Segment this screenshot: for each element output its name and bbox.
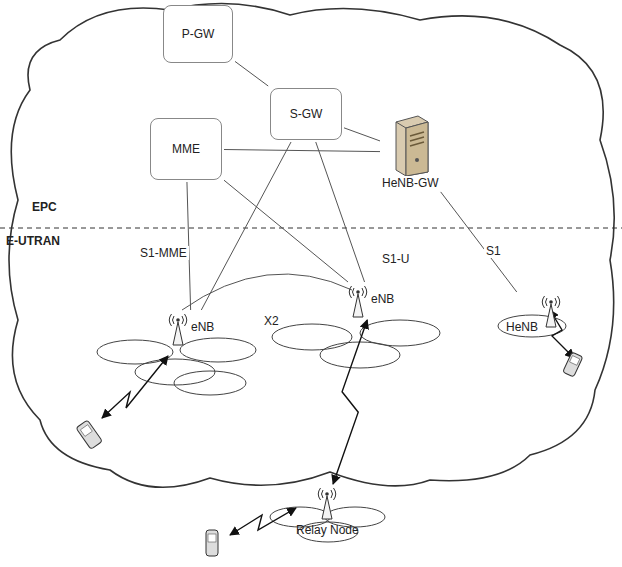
interface-label: X2 — [262, 314, 281, 328]
epc-boundary — [0, 228, 622, 229]
interface-label: S1-U — [380, 252, 411, 266]
mobile-phone — [206, 530, 218, 556]
core-box: S-GW — [270, 88, 342, 140]
node-label: MME — [172, 142, 200, 156]
interface-label: S1 — [484, 244, 503, 258]
radio-link — [230, 508, 296, 535]
antenna-icon — [168, 312, 188, 346]
node-label: P-GW — [182, 27, 215, 41]
interface-line — [224, 150, 380, 152]
node-label: HeNB-GW — [382, 176, 439, 190]
base-station: Relay Node — [296, 486, 359, 537]
interface-line — [235, 61, 268, 86]
interface-label: S1-MME — [138, 246, 189, 260]
mobile-phone — [563, 352, 583, 377]
mobile-phone — [76, 420, 102, 449]
radio-link — [333, 320, 367, 484]
cell-sectors — [272, 320, 440, 368]
node-label: S-GW — [290, 107, 323, 121]
antenna-icon — [317, 486, 337, 520]
base-station: HeNB — [506, 294, 561, 334]
interface-line — [441, 192, 517, 292]
interface-line — [316, 142, 365, 282]
server-icon — [390, 114, 430, 176]
antenna-icon — [348, 284, 368, 318]
node-label: HeNB — [506, 320, 538, 334]
radio-link — [102, 356, 168, 418]
core-box: MME — [150, 118, 222, 180]
base-station: eNB — [348, 284, 394, 318]
node-label: eNB — [191, 320, 214, 334]
gateway-server: HeNB-GW — [382, 114, 439, 190]
cell-sectors — [97, 338, 256, 395]
node-label: eNB — [371, 292, 394, 306]
antenna-icon — [541, 294, 561, 328]
base-station: eNB — [168, 312, 214, 346]
node-label: Relay Node — [296, 523, 359, 537]
cloud-outline — [9, 4, 614, 488]
region-label: E-UTRAN — [6, 234, 60, 248]
interface-line — [182, 274, 352, 310]
region-label: EPC — [32, 200, 57, 214]
interface-line — [224, 180, 348, 282]
interface-line — [344, 128, 380, 141]
core-box: P-GW — [163, 5, 233, 63]
